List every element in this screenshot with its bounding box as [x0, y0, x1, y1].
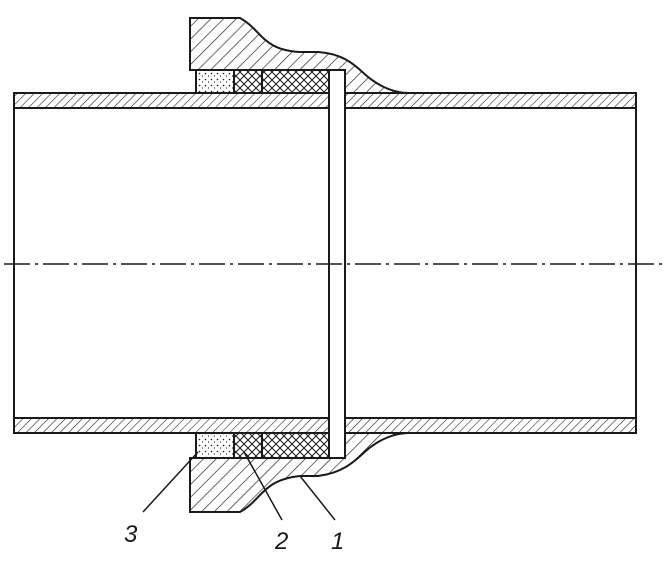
coupling-sleeve-top — [189, 17, 411, 109]
seal-ring-top-cross-b — [261, 69, 330, 94]
coupling-body-bottom — [189, 417, 411, 513]
leader-lines — [142, 451, 336, 521]
seal-ring-top-dots — [195, 69, 235, 94]
right-pipe-top-wall — [344, 92, 637, 109]
callout-3: 3 — [124, 521, 138, 548]
leader-line-2 — [243, 451, 283, 521]
left-pipe-bottom-wall — [13, 417, 330, 434]
leader-line-3 — [142, 451, 199, 513]
leader-line-1 — [299, 475, 336, 521]
right-pipe — [344, 92, 637, 434]
left-pipe-top-wall — [13, 92, 330, 109]
seal-ring-bottom-cross-a — [233, 432, 263, 459]
callout-2: 2 — [274, 528, 288, 555]
seal-ring-bottom-cross-b — [261, 432, 330, 459]
seal-ring-top-cross-a — [233, 69, 263, 94]
seal-ring-bottom-dots — [195, 432, 235, 459]
coupling-body-top — [189, 17, 411, 109]
right-pipe-bottom-wall — [344, 417, 637, 434]
left-pipe — [13, 92, 330, 434]
callout-1: 1 — [331, 528, 344, 555]
coupling-sleeve-bottom — [189, 417, 411, 513]
